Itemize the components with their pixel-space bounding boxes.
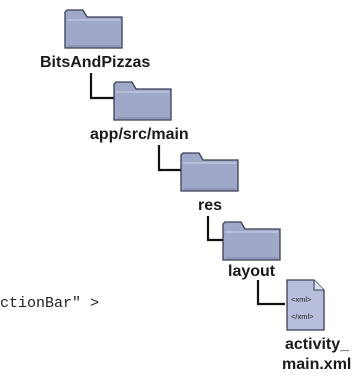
file-label-line2: main.xml (282, 356, 352, 373)
folder-icon (64, 9, 123, 49)
folder-label-app-src-main: app/src/main (90, 126, 189, 143)
connector-app-to-res (157, 145, 183, 172)
file-icon-tag-open: <xml> (291, 295, 312, 304)
folder-icon (113, 81, 172, 121)
file-label-line1: activity_ (285, 336, 350, 353)
folder-icon (222, 221, 281, 261)
folder-label-layout: layout (228, 263, 276, 280)
connector-res-to-layout (206, 216, 225, 242)
folder-label-res: res (198, 197, 223, 214)
folder-label-bitsandpizzas: BitsAndPizzas (40, 54, 151, 71)
connector-root-to-app (89, 73, 116, 100)
tree-connectors (89, 73, 285, 306)
code-fragment: ctionBar" > (0, 295, 100, 312)
folder-icon (180, 152, 239, 192)
xml-file-icon: <xml> </xml> (286, 279, 325, 331)
file-icon-tag-close: </xml> (291, 312, 314, 321)
connector-layout-to-file (256, 280, 285, 306)
